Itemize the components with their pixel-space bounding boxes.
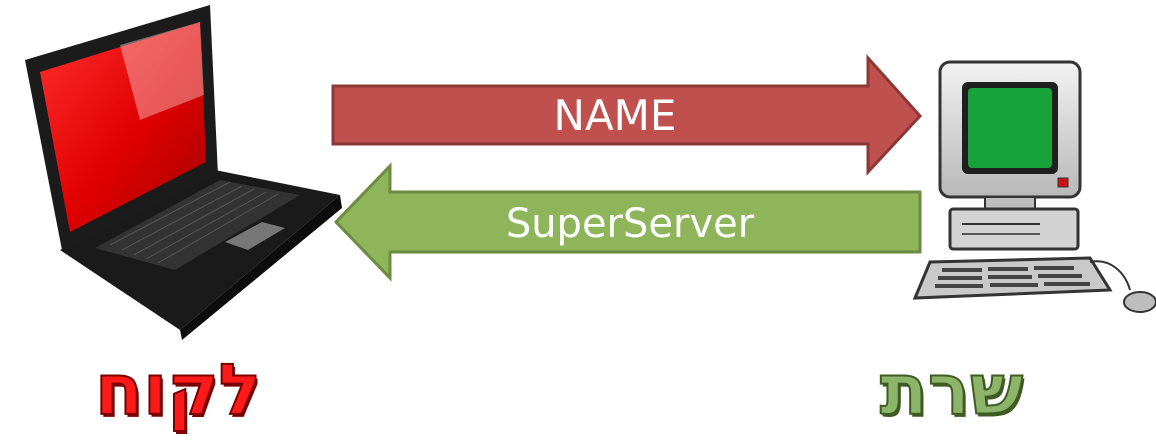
desktop-computer-icon [912,60,1156,313]
client-caption: לקוח [94,349,262,431]
laptop-icon [25,5,342,340]
response-arrow [333,162,922,282]
server-caption: שרת [879,349,1024,431]
request-arrow [331,54,923,176]
response-arrow-label: SuperServer [505,201,755,247]
request-arrow-label: NAME [553,91,677,140]
